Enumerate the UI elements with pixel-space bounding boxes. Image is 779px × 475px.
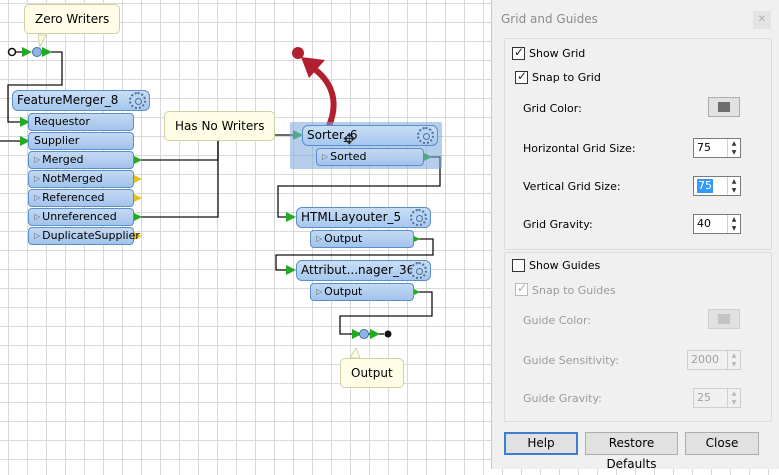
spin-up-icon[interactable]: ▲ [731,216,737,223]
drag-arrow-origin [292,47,304,59]
port-attribute-output[interactable]: ▷Output [310,283,414,301]
attributemanager-title: Attribut...nager_36 [301,263,415,277]
guide-sensitivity-label: Guide Sensitivity: [523,354,619,367]
featuremerger-title: FeatureMerger_8 [17,93,119,107]
close-icon[interactable]: ✕ [753,11,771,29]
writer-connector-dot [359,329,369,339]
horizontal-grid-size-spinner[interactable]: 75 ▲▼ [693,138,741,158]
port-unreferenced[interactable]: ▷Unreferenced [28,208,134,226]
vertical-grid-size-spinner[interactable]: 75 ▲▼ [693,176,741,196]
guide-sensitivity-spinner[interactable]: 2000 ▲▼ [687,350,741,370]
port-duplicatesupplier[interactable]: ▷DuplicateSupplier [28,227,140,245]
port-supplier[interactable]: Supplier [28,132,134,150]
spin-down-icon[interactable]: ▼ [731,361,737,368]
grid-group: Show Grid Snap to Grid Grid Color: Horiz… [504,38,772,250]
drag-arrow [307,63,337,131]
gear-icon[interactable] [410,262,427,279]
grid-color-button[interactable] [708,97,740,117]
expand-triangle-icon[interactable]: ▷ [316,234,323,243]
spin-down-icon[interactable]: ▼ [731,399,737,406]
annotation-output[interactable]: Output [340,358,404,388]
htmllayouter-title: HTMLLayouter_5 [301,210,402,224]
port-html-output[interactable]: ▷Output [310,230,414,248]
guide-color-button[interactable] [708,309,740,329]
grid-color-label: Grid Color: [523,102,582,115]
port-referenced[interactable]: ▷Referenced [28,189,134,207]
expand-triangle-icon[interactable]: ▷ [316,287,323,296]
annotation-zero-writers[interactable]: Zero Writers [24,4,121,34]
snap-to-grid-label: Snap to Grid [532,71,601,84]
expand-triangle-icon[interactable]: ▷ [34,212,41,221]
grid-gravity-spinner[interactable]: 40 ▲▼ [693,214,741,234]
guides-group: Show Guides Snap to Guides Guide Color: … [504,252,772,422]
snap-to-guides-checkbox[interactable] [515,281,528,296]
expand-triangle-icon[interactable]: ▷ [34,174,41,183]
expand-triangle-icon[interactable]: ▷ [34,231,41,240]
featuremerger-transformer[interactable]: FeatureMerger_8 [12,90,150,111]
sorter-title: Sorter_6 [307,128,358,142]
grid-gravity-label: Grid Gravity: [523,218,593,231]
spin-down-icon[interactable]: ▼ [731,225,737,232]
guide-gravity-spinner[interactable]: 25 ▲▼ [693,388,741,408]
close-button[interactable]: Close [685,432,759,455]
reader-endpoint [7,47,17,57]
gear-icon[interactable] [129,92,146,109]
snap-to-grid-checkbox[interactable] [515,69,528,84]
vertical-grid-size-label: Vertical Grid Size: [523,180,621,193]
grid-and-guides-dialog: Grid and Guides ✕ Show Grid Snap to Grid… [491,0,779,471]
show-guides-label: Show Guides [529,259,601,272]
show-grid-checkbox[interactable] [512,45,525,60]
writer-endpoint [384,330,392,338]
expand-triangle-icon[interactable]: ▷ [322,152,329,161]
snap-to-guides-label: Snap to Guides [532,284,616,297]
spin-up-icon[interactable]: ▲ [731,140,737,147]
expand-triangle-icon[interactable]: ▷ [34,155,41,164]
help-button[interactable]: Help [504,432,578,455]
port-notmerged[interactable]: ▷NotMerged [28,170,134,188]
spin-up-icon[interactable]: ▲ [731,390,737,397]
gear-icon[interactable] [417,127,434,144]
htmllayouter-transformer[interactable]: HTMLLayouter_5 [296,207,431,228]
sorter-transformer[interactable]: Sorter_6 [302,125,438,146]
show-guides-checkbox[interactable] [512,259,525,272]
horizontal-grid-size-label: Horizontal Grid Size: [523,142,636,155]
spin-down-icon[interactable]: ▼ [731,187,737,194]
reader-connector-dot [32,47,42,57]
spin-up-icon[interactable]: ▲ [731,178,737,185]
expand-triangle-icon[interactable]: ▷ [34,193,41,202]
port-sorted[interactable]: ▷Sorted [316,148,424,166]
show-grid-label: Show Grid [529,47,586,60]
move-cursor-icon: ✥ [343,130,356,148]
spin-up-icon[interactable]: ▲ [731,352,737,359]
port-requestor[interactable]: Requestor [28,113,134,131]
spin-down-icon[interactable]: ▼ [731,149,737,156]
restore-defaults-button[interactable]: Restore Defaults [585,432,678,471]
attributemanager-transformer[interactable]: Attribut...nager_36 [296,260,431,281]
dialog-title: Grid and Guides [501,12,598,26]
port-merged[interactable]: ▷Merged [28,151,134,169]
guide-gravity-label: Guide Gravity: [523,392,602,405]
guide-color-label: Guide Color: [523,314,592,327]
annotation-has-no-writers[interactable]: Has No Writers [164,111,276,141]
gear-icon[interactable] [410,209,427,226]
